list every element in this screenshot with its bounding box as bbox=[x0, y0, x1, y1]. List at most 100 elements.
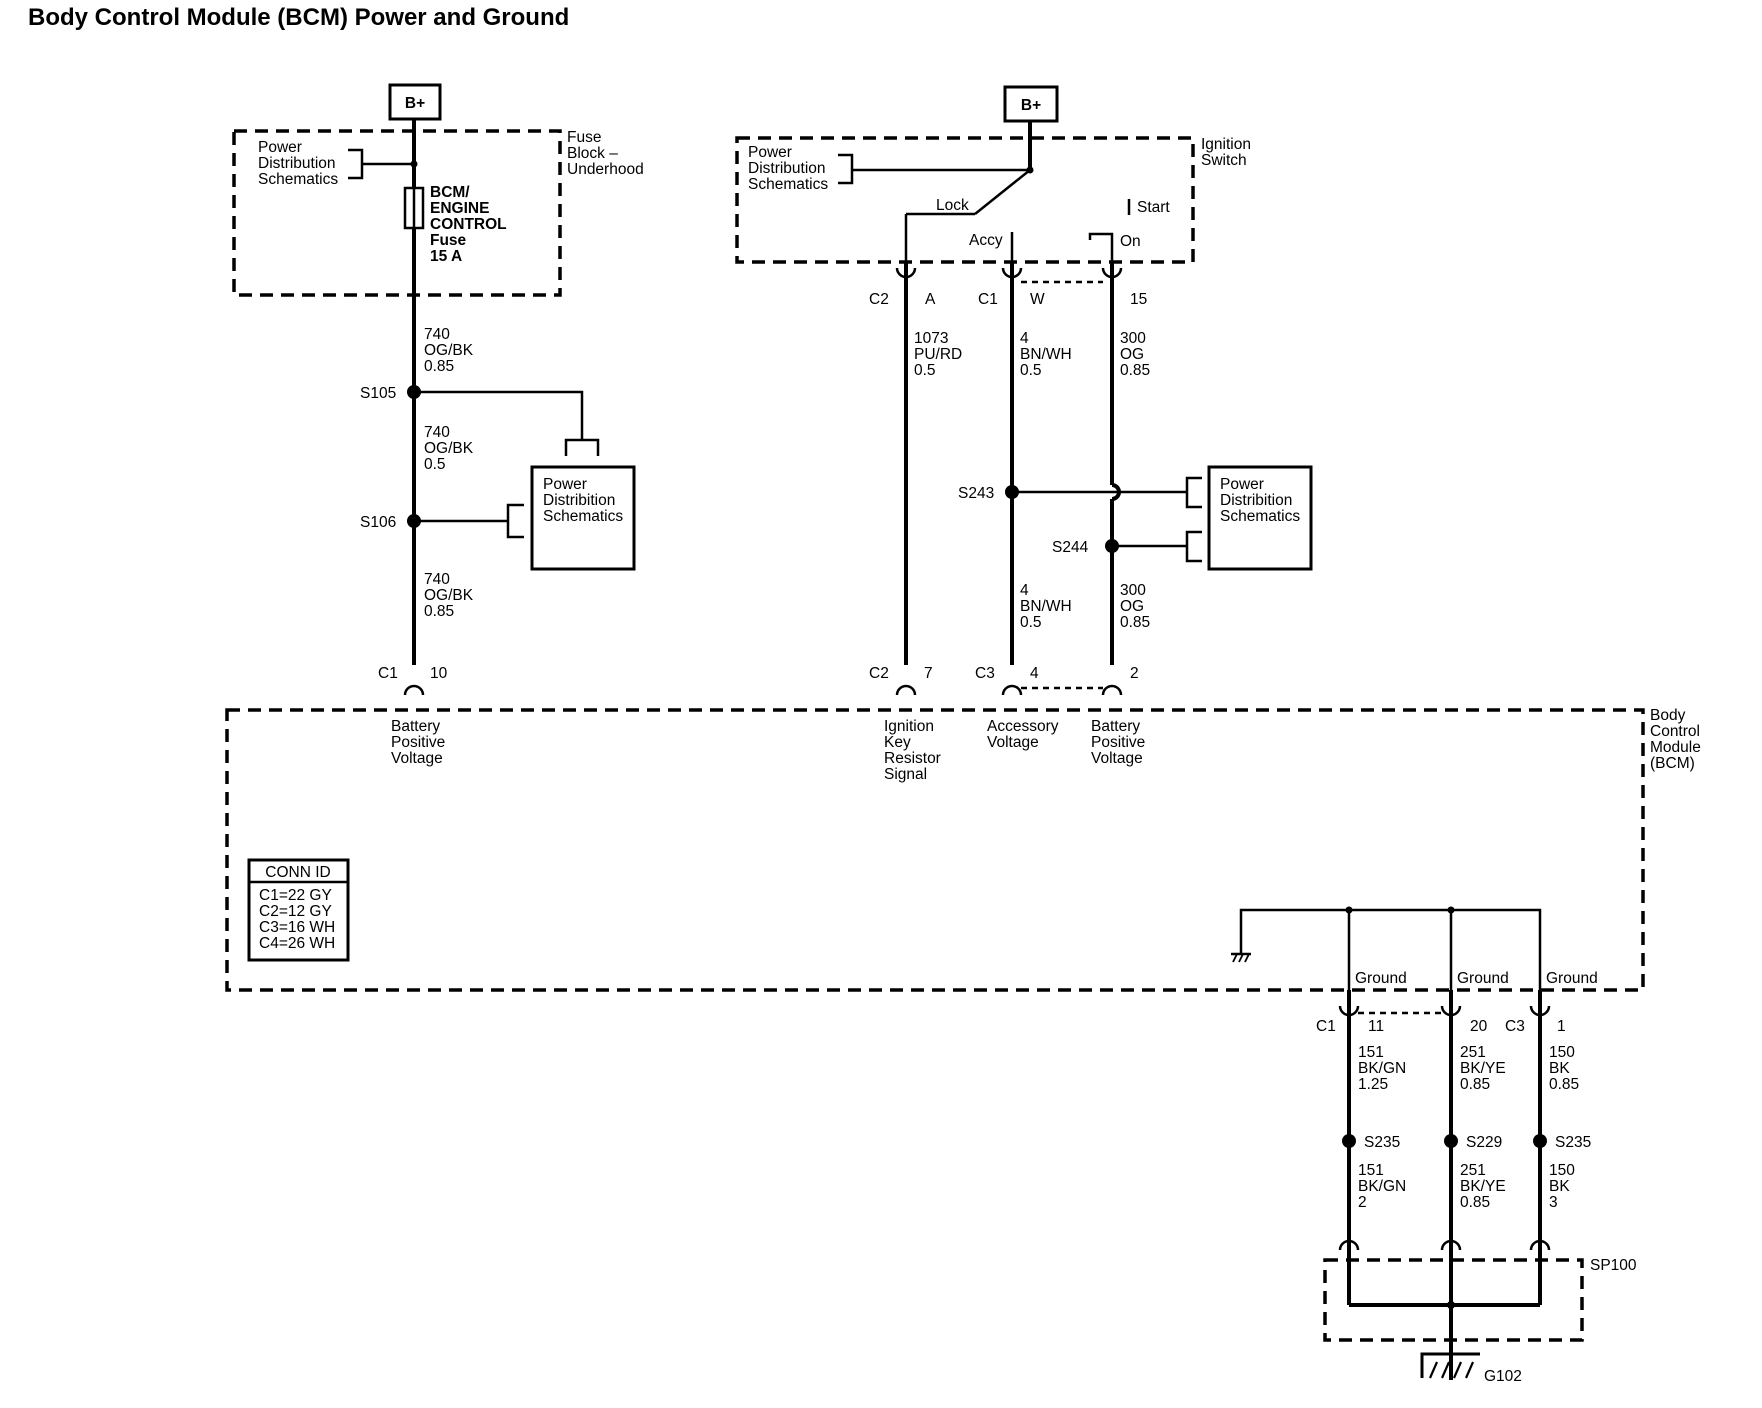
svg-text:BK/YE: BK/YE bbox=[1460, 1060, 1506, 1077]
svg-text:1073: 1073 bbox=[914, 330, 948, 347]
svg-text:251: 251 bbox=[1460, 1162, 1486, 1179]
svg-text:Module: Module bbox=[1650, 739, 1701, 756]
svg-text:BN/WH: BN/WH bbox=[1020, 346, 1072, 363]
svg-text:Switch: Switch bbox=[1201, 152, 1247, 169]
svg-text:W: W bbox=[1030, 291, 1045, 308]
svg-text:151: 151 bbox=[1358, 1162, 1384, 1179]
bcm-engine-control-fuse: BCM/ ENGINE CONTROL Fuse 15 A bbox=[403, 184, 507, 265]
connector-20: 20 bbox=[1440, 1005, 1488, 1035]
svg-text:PU/RD: PU/RD bbox=[914, 346, 962, 363]
svg-text:Ignition: Ignition bbox=[884, 718, 934, 735]
wire-4-top: 4 BN/WH 0.5 bbox=[1020, 330, 1072, 379]
connector-c3-4: C3 4 bbox=[975, 665, 1039, 696]
svg-text:Start: Start bbox=[1137, 199, 1170, 216]
svg-text:S229: S229 bbox=[1466, 1134, 1502, 1151]
bcm-module: Body Control Module (BCM) bbox=[225, 707, 1701, 992]
svg-text:0.5: 0.5 bbox=[1020, 614, 1042, 631]
wire-151-top: 151 BK/GN 1.25 bbox=[1358, 1044, 1406, 1093]
splice-s229: S229 bbox=[1444, 1134, 1502, 1151]
svg-text:S243: S243 bbox=[958, 485, 994, 502]
connector-c1-w: C1 W bbox=[978, 267, 1045, 308]
svg-text:CONN ID: CONN ID bbox=[265, 864, 330, 881]
wire-300-bottom: 300 OG 0.85 bbox=[1120, 582, 1150, 631]
svg-text:OG/BK: OG/BK bbox=[424, 342, 474, 359]
svg-text:2: 2 bbox=[1358, 1194, 1367, 1211]
svg-text:S105: S105 bbox=[360, 385, 396, 402]
svg-text:C2: C2 bbox=[869, 291, 889, 308]
svg-text:C1=22 GY: C1=22 GY bbox=[259, 887, 332, 904]
wire-251-bottom: 251 BK/YE 0.85 bbox=[1460, 1162, 1506, 1211]
svg-text:B+: B+ bbox=[405, 95, 425, 112]
svg-text:C2=12 GY: C2=12 GY bbox=[259, 903, 332, 920]
svg-text:Distribition: Distribition bbox=[543, 492, 615, 509]
svg-text:0.85: 0.85 bbox=[1120, 614, 1150, 631]
svg-text:15: 15 bbox=[1130, 291, 1147, 308]
splice-s106: S106 bbox=[360, 503, 524, 539]
svg-text:BK: BK bbox=[1549, 1178, 1570, 1195]
svg-text:Underhood: Underhood bbox=[567, 161, 644, 178]
svg-text:C2: C2 bbox=[869, 665, 889, 682]
svg-text:0.85: 0.85 bbox=[1460, 1194, 1490, 1211]
wire-251-top: 251 BK/YE 0.85 bbox=[1460, 1044, 1506, 1093]
splice-s105: S105 bbox=[360, 385, 600, 456]
svg-text:OG/BK: OG/BK bbox=[424, 440, 474, 457]
page-title: Body Control Module (BCM) Power and Grou… bbox=[28, 4, 570, 31]
bcm-pin-accessory-voltage: Accessory Voltage bbox=[987, 718, 1059, 751]
svg-text:Resistor: Resistor bbox=[884, 750, 941, 767]
svg-text:Ground: Ground bbox=[1457, 970, 1509, 987]
bcm-internal-ground: Ground Ground Ground bbox=[1231, 906, 1598, 990]
svg-text:OG: OG bbox=[1120, 598, 1144, 615]
power-distribution-box-right: Power Distribition Schematics bbox=[1207, 465, 1313, 571]
svg-text:251: 251 bbox=[1460, 1044, 1486, 1061]
svg-text:Lock: Lock bbox=[936, 197, 969, 214]
svg-text:Distribution: Distribution bbox=[748, 160, 826, 177]
svg-text:C1: C1 bbox=[378, 665, 398, 682]
svg-text:OG/BK: OG/BK bbox=[424, 587, 474, 604]
wire-1073: 1073 PU/RD 0.5 bbox=[914, 330, 962, 379]
svg-text:0.5: 0.5 bbox=[424, 456, 446, 473]
svg-text:Voltage: Voltage bbox=[1091, 750, 1143, 767]
connector-c1-11: C1 11 bbox=[1316, 1005, 1384, 1035]
svg-text:C3: C3 bbox=[975, 665, 995, 682]
splice-s243: S243 bbox=[958, 476, 1202, 509]
svg-text:OG: OG bbox=[1120, 346, 1144, 363]
splice-s244: S244 bbox=[1052, 530, 1202, 563]
svg-text:0.85: 0.85 bbox=[1549, 1076, 1579, 1093]
svg-text:740: 740 bbox=[424, 424, 450, 441]
power-distribution-box-left: Power Distribition Schematics bbox=[530, 465, 636, 571]
svg-text:15 A: 15 A bbox=[430, 248, 462, 265]
svg-text:1.25: 1.25 bbox=[1358, 1076, 1388, 1093]
svg-text:1: 1 bbox=[1557, 1018, 1566, 1035]
svg-text:S235: S235 bbox=[1555, 1134, 1591, 1151]
svg-text:BK/GN: BK/GN bbox=[1358, 1178, 1406, 1195]
svg-text:4: 4 bbox=[1030, 665, 1039, 682]
svg-text:On: On bbox=[1120, 233, 1141, 250]
svg-text:Schematics: Schematics bbox=[748, 176, 828, 193]
svg-text:11: 11 bbox=[1368, 1018, 1384, 1035]
splice-s235-a: S235 bbox=[1342, 1134, 1400, 1151]
svg-text:0.85: 0.85 bbox=[424, 358, 454, 375]
svg-text:Battery: Battery bbox=[391, 718, 440, 735]
svg-text:Signal: Signal bbox=[884, 766, 927, 783]
svg-text:Ignition: Ignition bbox=[1201, 136, 1251, 153]
svg-text:S244: S244 bbox=[1052, 539, 1089, 556]
svg-text:Control: Control bbox=[1650, 723, 1700, 740]
svg-text:4: 4 bbox=[1020, 330, 1029, 347]
svg-text:151: 151 bbox=[1358, 1044, 1384, 1061]
ignition-switch: Ignition Switch Power Distribution Schem… bbox=[735, 136, 1251, 264]
svg-text:Key: Key bbox=[884, 734, 911, 751]
svg-text:Fuse: Fuse bbox=[567, 129, 601, 146]
connector-c2-a: C2 A bbox=[869, 267, 936, 308]
connector-c2-7: C2 7 bbox=[869, 665, 933, 696]
svg-text:Accy: Accy bbox=[969, 232, 1003, 249]
connector-c3-1: C3 1 bbox=[1505, 1005, 1566, 1035]
svg-text:20: 20 bbox=[1470, 1018, 1488, 1035]
svg-text:0.85: 0.85 bbox=[1120, 362, 1150, 379]
svg-text:Power: Power bbox=[258, 139, 302, 156]
svg-text:Battery: Battery bbox=[1091, 718, 1140, 735]
svg-text:Power: Power bbox=[1220, 476, 1264, 493]
svg-text:3: 3 bbox=[1549, 1194, 1558, 1211]
svg-text:Distribution: Distribution bbox=[258, 155, 336, 172]
svg-text:B+: B+ bbox=[1021, 97, 1041, 114]
fuse-block-underhood: Fuse Block – Underhood Power Distributio… bbox=[232, 129, 644, 297]
